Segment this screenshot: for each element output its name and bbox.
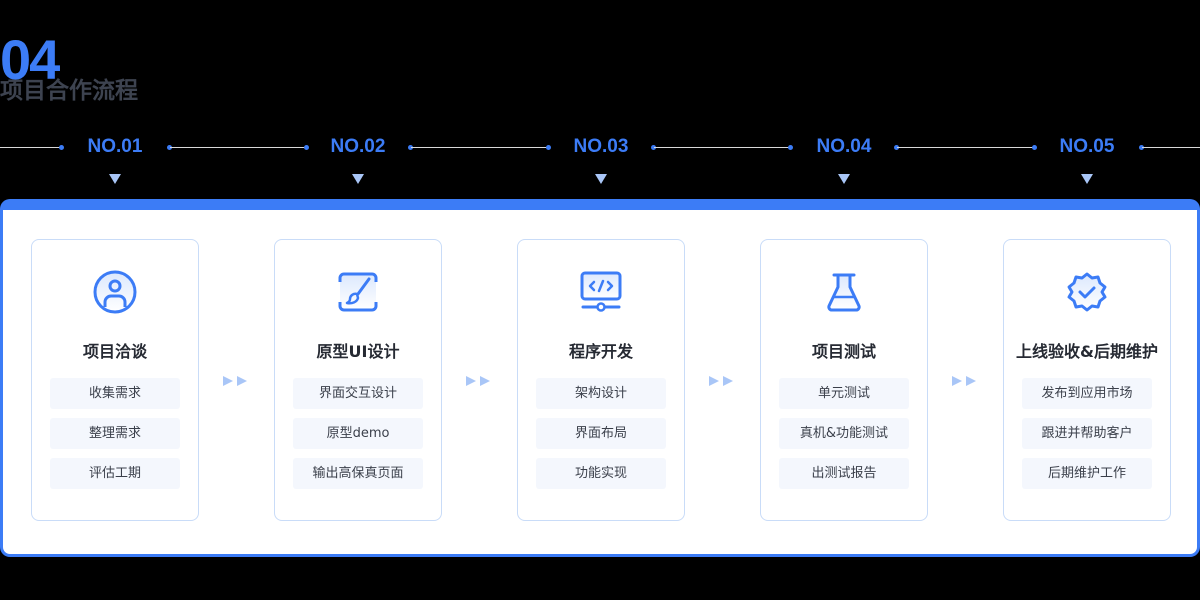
double-arrow-icon xyxy=(466,376,490,386)
task-chip: 整理需求 xyxy=(50,418,180,449)
down-triangle-icon xyxy=(1081,174,1093,184)
timeline-dot xyxy=(1032,145,1037,150)
step-label-4: NO.04 xyxy=(816,136,872,157)
task-chip: 界面布局 xyxy=(536,418,666,449)
task-chip: 真机&功能测试 xyxy=(779,418,909,449)
timeline-dot xyxy=(651,145,656,150)
timeline-line xyxy=(411,147,548,148)
task-chip: 单元测试 xyxy=(779,378,909,409)
timeline-line xyxy=(1142,147,1200,148)
step-label-2: NO.02 xyxy=(330,136,386,157)
card-title: 程序开发 xyxy=(568,342,633,361)
task-chip: 出测试报告 xyxy=(779,458,909,489)
user-circle-icon xyxy=(93,270,137,314)
down-triangle-icon xyxy=(595,174,607,184)
process-card-5: 上线验收&后期维护 发布到应用市场 跟进并帮助客户 后期维护工作 xyxy=(1003,239,1171,521)
paintbrush-icon xyxy=(338,272,378,312)
section-number: 04 xyxy=(0,28,60,91)
task-chip: 界面交互设计 xyxy=(293,378,423,409)
flask-icon xyxy=(827,273,861,312)
double-arrow-icon xyxy=(223,376,247,386)
section-title: 项目合作流程 xyxy=(0,78,138,104)
timeline-dot xyxy=(1139,145,1144,150)
down-triangle-icon xyxy=(838,174,850,184)
timeline-dot xyxy=(894,145,899,150)
code-monitor-icon xyxy=(580,271,622,312)
timeline-dot xyxy=(304,145,309,150)
timeline-dot xyxy=(546,145,551,150)
card-title: 原型UI设计 xyxy=(316,342,400,361)
process-card-2: 原型UI设计 界面交互设计 原型demo 输出高保真页面 xyxy=(274,239,442,521)
task-chip: 后期维护工作 xyxy=(1022,458,1152,489)
timeline-dot xyxy=(167,145,172,150)
timeline-dot xyxy=(788,145,793,150)
process-card-4: 项目测试 单元测试 真机&功能测试 出测试报告 xyxy=(760,239,928,521)
process-card-1: 项目洽谈 收集需求 整理需求 评估工期 xyxy=(31,239,199,521)
timeline-line xyxy=(0,147,61,148)
timeline-dot xyxy=(408,145,413,150)
timeline-line xyxy=(897,147,1034,148)
down-triangle-icon xyxy=(352,174,364,184)
double-arrow-icon xyxy=(709,376,733,386)
down-triangle-icon xyxy=(109,174,121,184)
process-card-3: 程序开发 架构设计 界面布局 功能实现 xyxy=(517,239,685,521)
card-title: 项目测试 xyxy=(811,342,876,361)
task-chip: 发布到应用市场 xyxy=(1022,378,1152,409)
timeline-line xyxy=(654,147,790,148)
card-title: 项目洽谈 xyxy=(82,342,147,361)
timeline-dot xyxy=(59,145,64,150)
task-chip: 评估工期 xyxy=(50,458,180,489)
verified-badge-icon xyxy=(1067,272,1107,312)
step-label-1: NO.01 xyxy=(87,136,143,157)
double-arrow-icon xyxy=(952,376,976,386)
step-label-3: NO.03 xyxy=(573,136,629,157)
task-chip: 跟进并帮助客户 xyxy=(1022,418,1152,449)
card-title: 上线验收&后期维护 xyxy=(1016,342,1158,361)
task-chip: 原型demo xyxy=(293,418,423,449)
task-chip: 收集需求 xyxy=(50,378,180,409)
timeline-line xyxy=(170,147,306,148)
task-chip: 输出高保真页面 xyxy=(293,458,423,489)
step-label-5: NO.05 xyxy=(1059,136,1115,157)
task-chip: 功能实现 xyxy=(536,458,666,489)
task-chip: 架构设计 xyxy=(536,378,666,409)
